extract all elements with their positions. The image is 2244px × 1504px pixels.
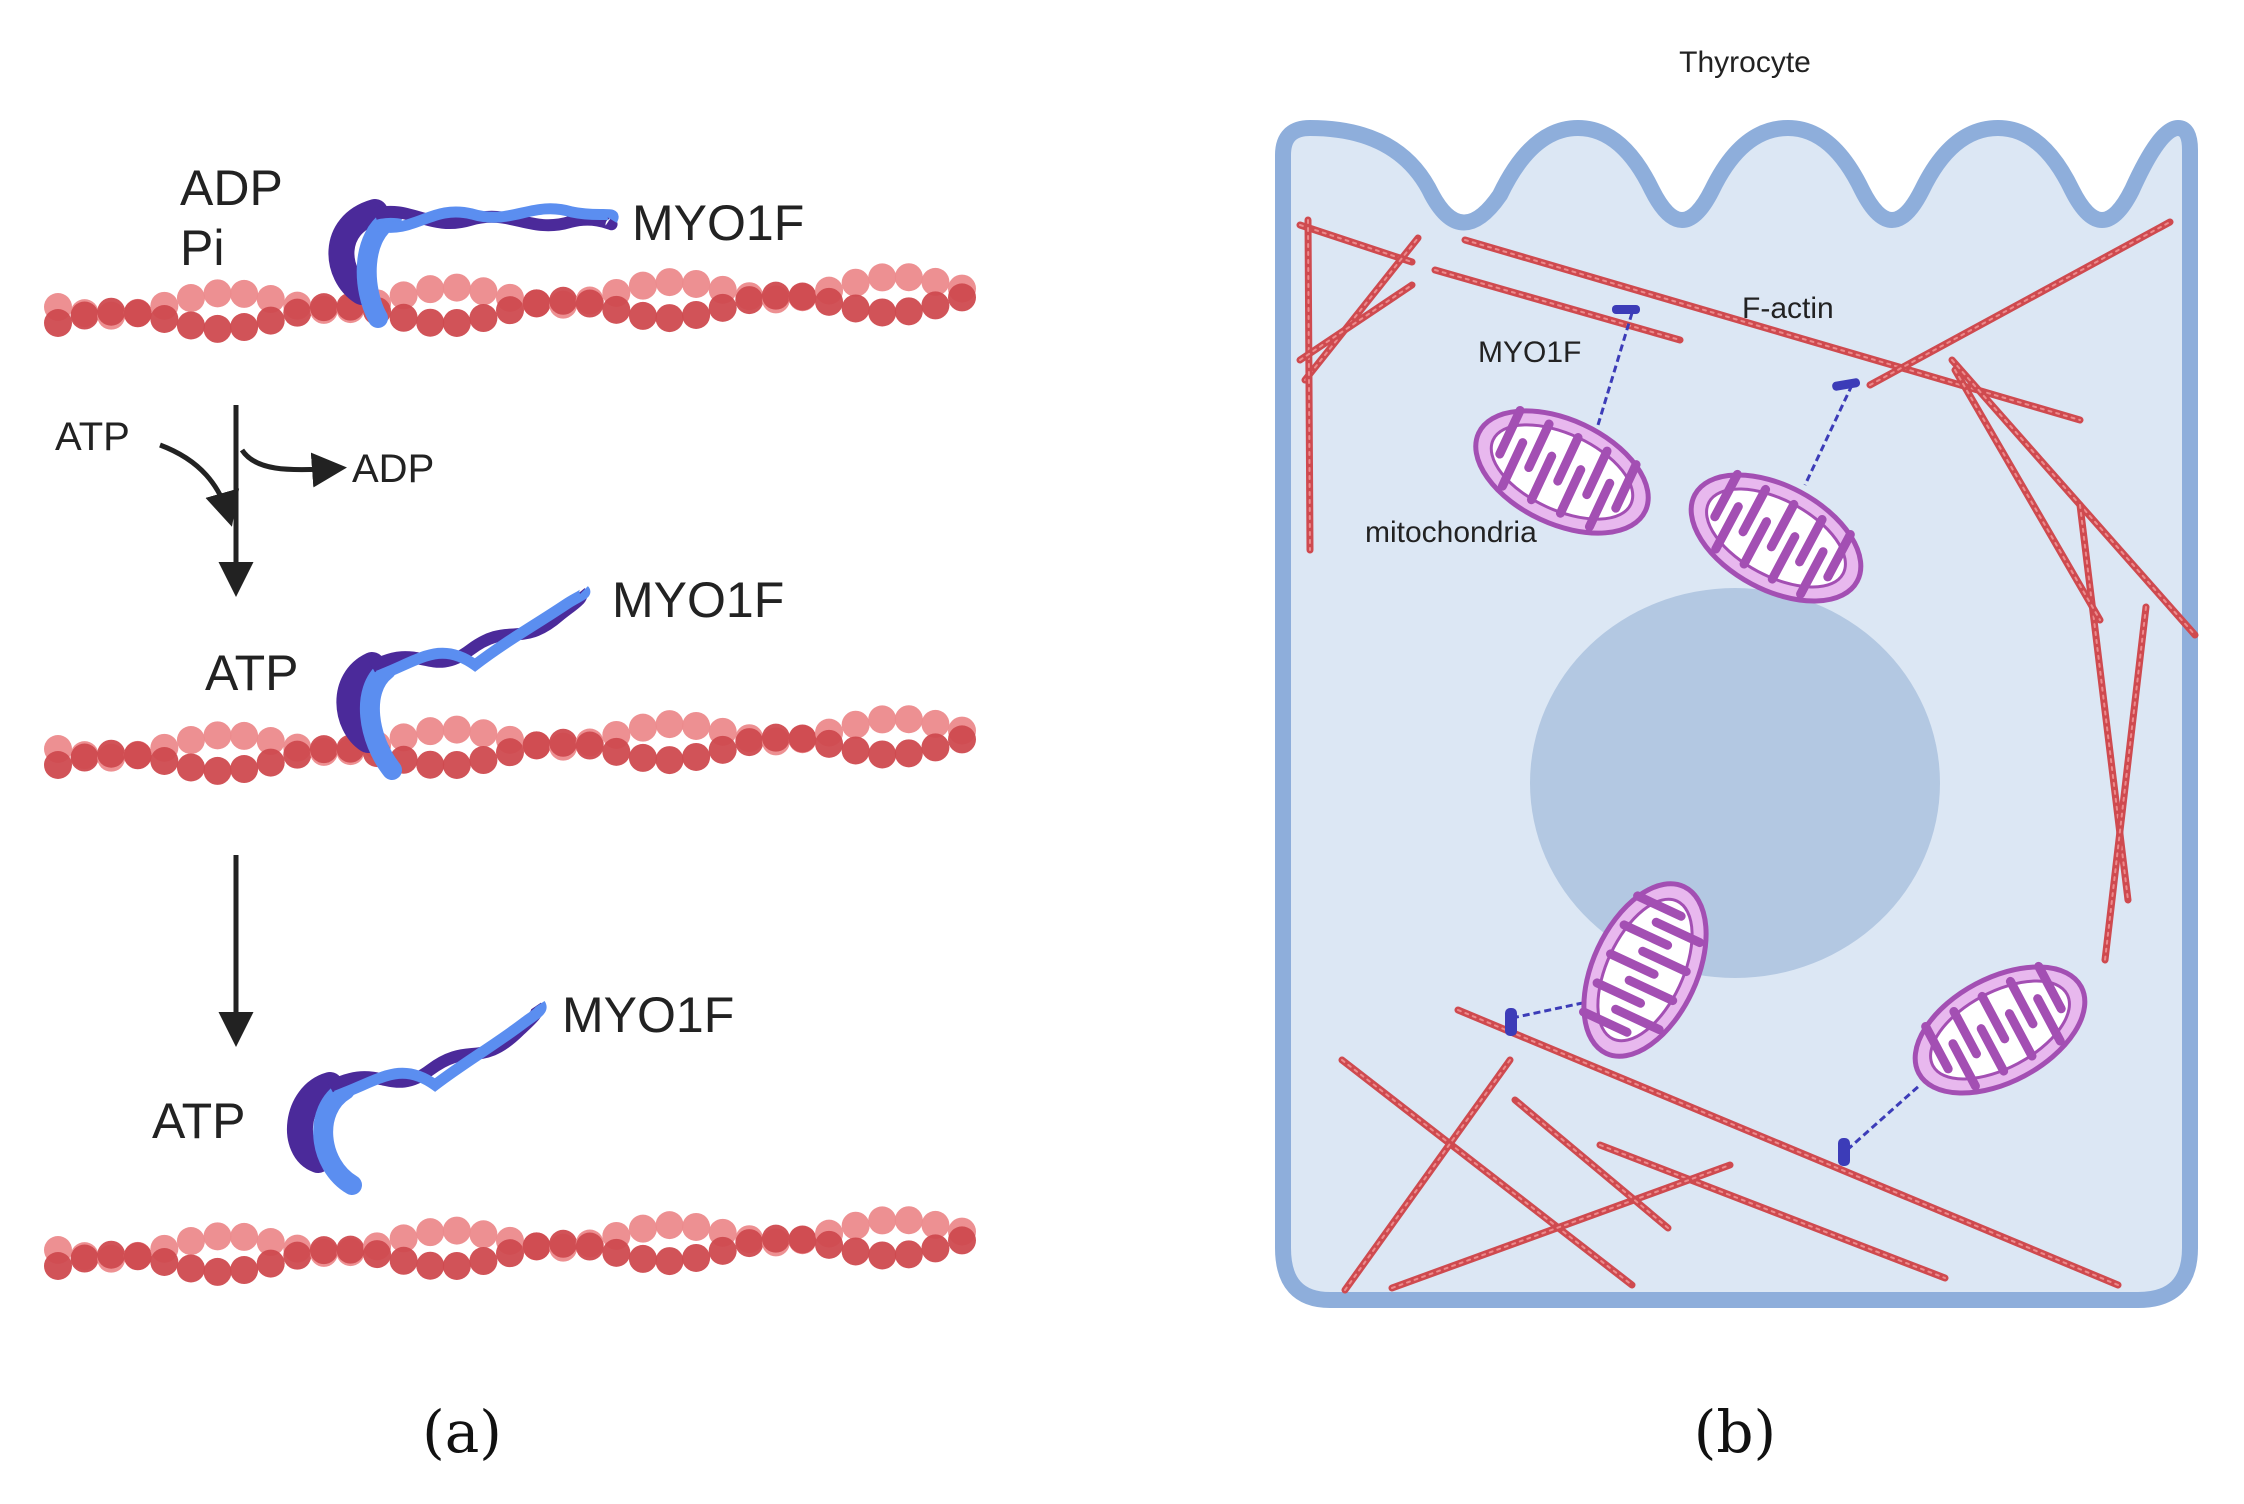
myosin-step2 bbox=[336, 585, 591, 780]
nucleus bbox=[1530, 588, 1940, 978]
label-atp-step2: ATP bbox=[205, 645, 299, 701]
caption-a: (a) bbox=[422, 1398, 502, 1466]
myosin-step1 bbox=[328, 199, 619, 328]
label-myo1f-step1: MYO1F bbox=[632, 195, 804, 251]
label-atp-in: ATP bbox=[55, 415, 130, 459]
atp-in-arrow bbox=[159, 442, 240, 527]
label-atp-step3: ATP bbox=[152, 1093, 246, 1149]
panel-a: ADP Pi MYO1F ATP ADP MYO1F ATP MYO1F ATP… bbox=[44, 160, 976, 1466]
label-myo1f-step3: MYO1F bbox=[562, 987, 734, 1043]
label-myo1f-step2: MYO1F bbox=[612, 572, 784, 628]
label-pi: Pi bbox=[180, 220, 224, 276]
f-actin-network bbox=[1296, 216, 2199, 1294]
mitochondria-group bbox=[1473, 406, 2088, 1096]
label-myo1f: MYO1F bbox=[1478, 336, 1581, 369]
adp-out-arrow bbox=[239, 448, 347, 488]
myo1f-heads bbox=[1505, 305, 1861, 1166]
label-adp-out: ADP bbox=[352, 447, 434, 491]
label-mitochondria: mitochondria bbox=[1365, 516, 1537, 549]
label-thyrocyte: Thyrocyte bbox=[1679, 46, 1811, 79]
actin-filament-2 bbox=[44, 705, 976, 785]
actin-filament-1 bbox=[44, 263, 976, 343]
actin-filament-3 bbox=[44, 1206, 976, 1286]
label-adp: ADP bbox=[180, 160, 283, 216]
caption-b: (b) bbox=[1694, 1398, 1776, 1466]
label-f-actin: F-actin bbox=[1742, 292, 1834, 325]
myosin-step3 bbox=[286, 1000, 547, 1195]
panel-b: Thyrocyte F-actin MYO1F mitochondria (b) bbox=[1275, 46, 2199, 1466]
